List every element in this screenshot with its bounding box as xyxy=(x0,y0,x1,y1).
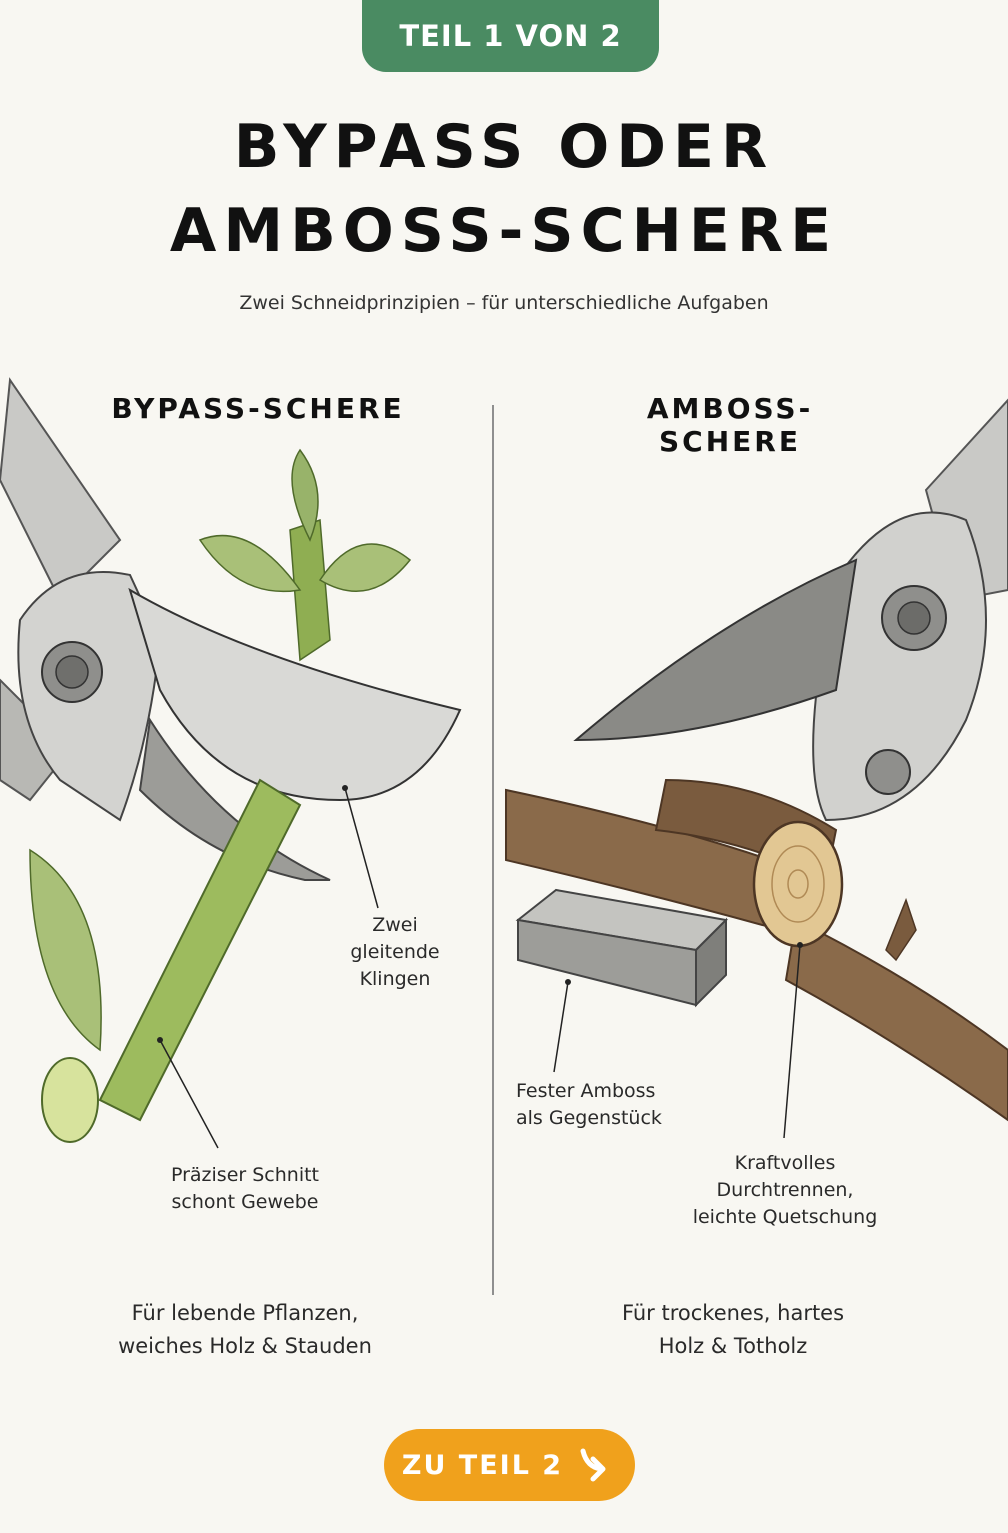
column-divider xyxy=(492,405,494,1295)
callout-fixed-anvil: Fester Amboss als Gegenstück xyxy=(516,1080,662,1129)
anvil-use: Für trockenes, hartes Holz & Totholz xyxy=(621,1301,845,1358)
callout-precise-cut: Präziser Schnitt schont Gewebe xyxy=(170,1164,320,1213)
anvil-heading: AMBOSS-SCHERE xyxy=(646,392,814,458)
anvil-shears-illustration xyxy=(505,398,1008,1139)
callout-blades: Zwei gleitende Klingen xyxy=(350,914,440,990)
bypass-shears-illustration xyxy=(0,377,462,1149)
bypass-use: Für lebende Pflanzen, weiches Holz & Sta… xyxy=(118,1301,372,1358)
page-title-line1: BYPASS ODER xyxy=(233,112,775,182)
part-badge: TEIL 1 VON 2 xyxy=(362,0,659,72)
next-part-label: ZU TEIL 2 xyxy=(401,1449,564,1481)
arrow-down-right-icon xyxy=(580,1448,606,1482)
page-title-line2: AMBOSS-SCHERE xyxy=(169,196,839,266)
page-subtitle: Zwei Schneidprinzipien – für unterschied… xyxy=(239,292,769,314)
next-part-button[interactable]: ZU TEIL 2 xyxy=(384,1429,635,1501)
callout-forceful-cut: Kraftvolles Durchtrennen, leichte Quetsc… xyxy=(692,1152,878,1228)
bypass-heading: BYPASS-SCHERE xyxy=(111,392,405,425)
